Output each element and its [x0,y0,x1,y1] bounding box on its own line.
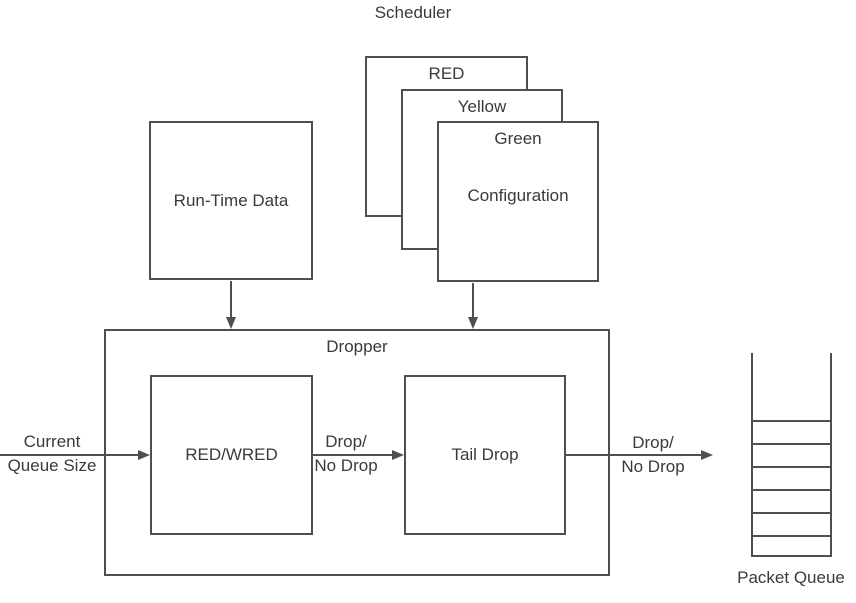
arrowhead-down-icon [468,317,478,329]
packet-queue-label: Packet Queue [737,568,845,587]
queue-slot-divider [753,443,830,445]
arrowhead-right-icon [138,450,150,460]
arrow-line [313,454,393,456]
drop-no-drop-outer-label-line1: Drop/ [632,433,674,452]
runtime-data-label: Run-Time Data [173,190,289,210]
arrow-line [0,454,139,456]
tail-drop-box: Tail Drop [404,375,566,535]
red-wred-label: RED/WRED [185,445,278,464]
green-profile-label: Green [494,129,542,148]
drop-no-drop-inner-label-line1: Drop/ [325,432,367,451]
drop-no-drop-outer-label-line2: No Drop [621,457,685,476]
green-profile-box: Green Configuration [437,121,599,282]
tail-drop-label: Tail Drop [451,445,519,464]
scheduler-label: Scheduler [374,3,452,22]
dropper-box: Dropper RED/WRED Tail Drop [104,329,610,576]
arrow-line [566,454,702,456]
queue-slot-divider [753,512,830,514]
red-profile-label: RED [428,64,465,83]
configuration-label: Configuration [467,186,569,205]
queue-slot-divider [753,535,830,537]
red-wred-box: RED/WRED [150,375,313,535]
packet-queue [751,353,832,557]
arrowhead-down-icon [226,317,236,329]
arrow-line [472,283,474,318]
drop-no-drop-inner-label-line2: No Drop [314,456,378,475]
queue-slot-divider [753,466,830,468]
dropper-label: Dropper [326,337,388,356]
runtime-data-box: Run-Time Data [149,121,313,280]
queue-slot-divider [753,489,830,491]
arrowhead-right-icon [392,450,404,460]
current-queue-size-label-line2: Queue Size [7,456,97,475]
arrow-line [230,281,232,318]
yellow-profile-label: Yellow [457,97,507,116]
arrowhead-right-icon [701,450,713,460]
current-queue-size-label-line1: Current [23,432,81,451]
queue-slot-divider [753,420,830,422]
